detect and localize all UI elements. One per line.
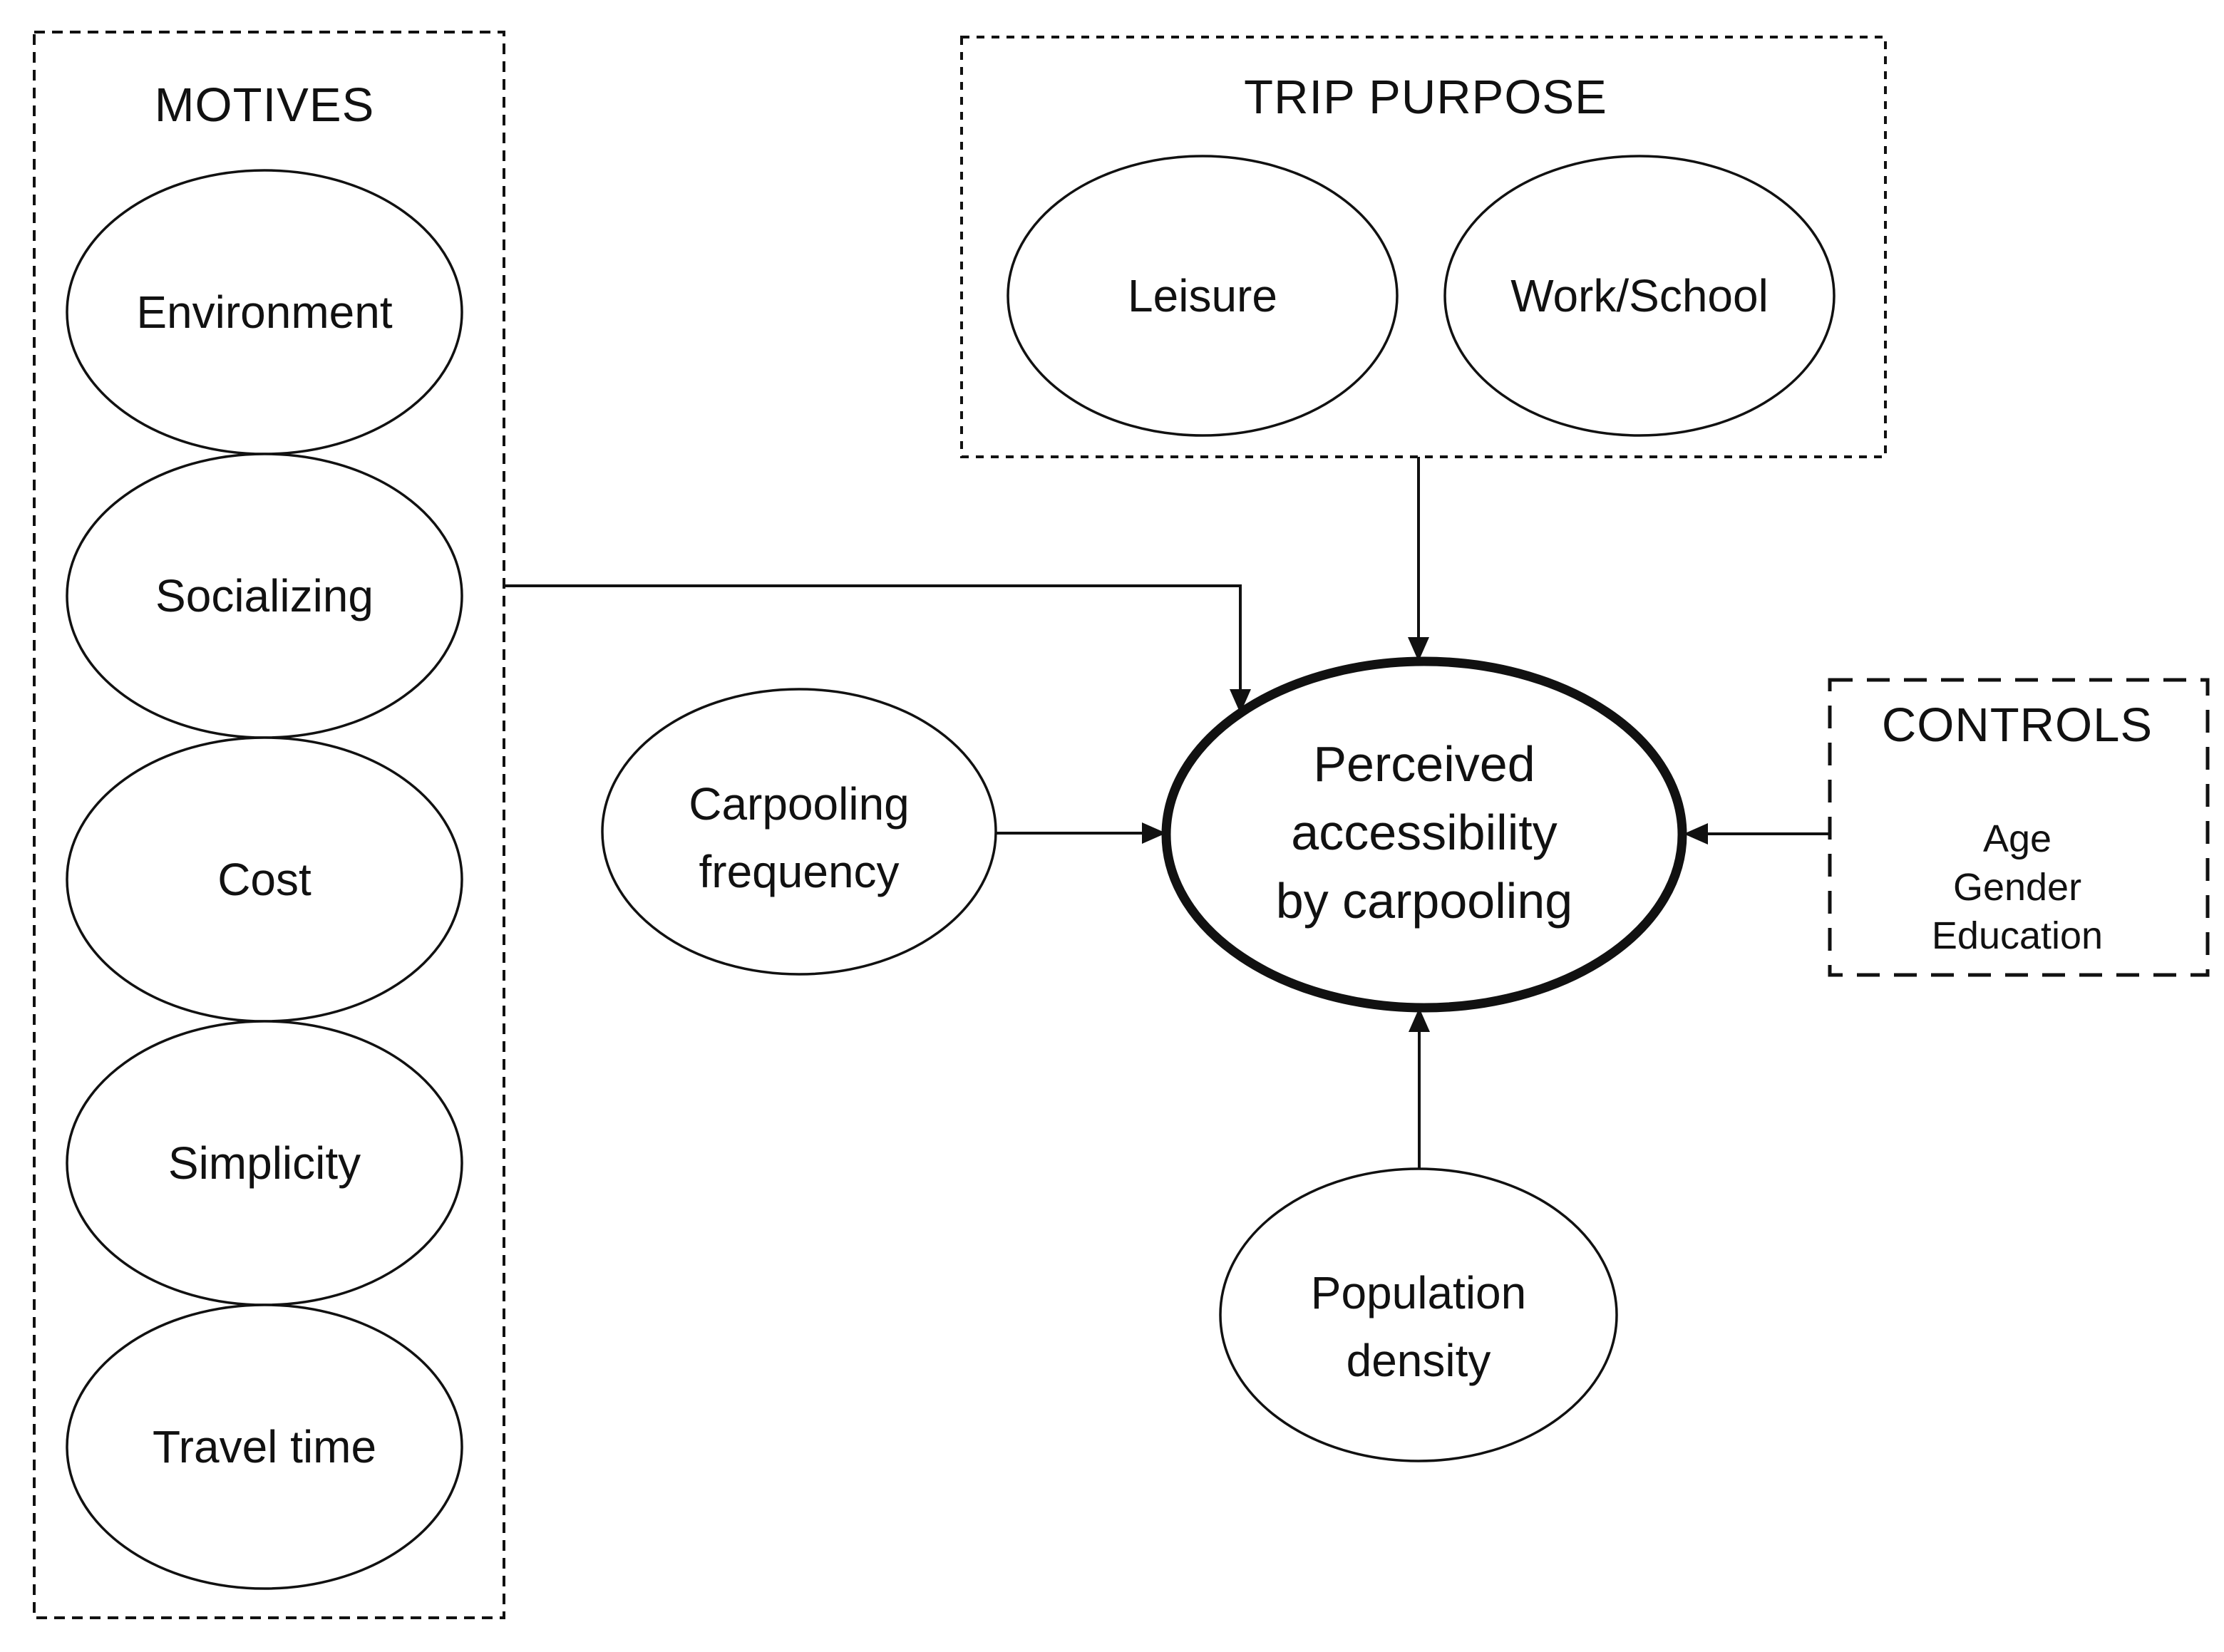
controls-item-education: Education: [1931, 914, 2104, 957]
population-density-label: Population density: [1226, 1256, 1611, 1398]
cost-label: Cost: [72, 844, 457, 915]
motives-title: MOTIVES: [43, 76, 485, 133]
work-school-label-text: Work/School: [1510, 270, 1769, 321]
trip-purpose-to-center-arrowhead: [1408, 637, 1429, 661]
environment-label: Environment: [72, 277, 457, 348]
perceived-accessibility-line-3: by carpooling: [1275, 873, 1573, 929]
motives-to-center-arrow: [504, 584, 1242, 689]
perceived-accessibility-line-1: Perceived: [1313, 736, 1535, 792]
leisure-label: Leisure: [1017, 260, 1388, 331]
socializing-label-text: Socializing: [155, 570, 374, 621]
socializing-label: Socializing: [72, 560, 457, 631]
perceived-accessibility-label: Perceived accessibility by carpooling: [1182, 726, 1667, 939]
trip-purpose-box: [960, 36, 1887, 458]
carpooling-frequency-line-2: frequency: [699, 846, 900, 897]
perceived-accessibility-line-2: accessibility: [1291, 805, 1558, 860]
simplicity-label-text: Simplicity: [168, 1137, 361, 1189]
controls-to-center-arrowhead: [1684, 823, 1708, 845]
motives-to-center-arrowhead: [1230, 689, 1251, 713]
work-school-label: Work/School: [1454, 260, 1825, 331]
carpooling-frequency-label: Carpooling frequency: [607, 767, 992, 909]
controls-title: CONTROLS: [1839, 696, 2195, 753]
travel-time-label: Travel time: [72, 1411, 457, 1482]
leisure-label-text: Leisure: [1128, 270, 1277, 321]
travel-time-label-text: Travel time: [152, 1421, 377, 1472]
carpooling-frequency-line-1: Carpooling: [689, 778, 910, 830]
motives-box: [33, 31, 505, 1619]
controls-item-age: Age: [1982, 817, 2052, 860]
perceived-accessibility-ellipse: [1161, 656, 1687, 1013]
controls-title-text: CONTROLS: [1881, 698, 2153, 752]
leisure-ellipse: [1007, 155, 1399, 437]
population-density-line-2: density: [1346, 1335, 1491, 1386]
population-density-line-1: Population: [1310, 1267, 1527, 1318]
controls-item-gender: Gender: [1952, 866, 2082, 909]
travel-time-ellipse: [66, 1303, 463, 1590]
environment-label-text: Environment: [136, 286, 393, 338]
cost-label-text: Cost: [217, 854, 312, 905]
motives-title-text: MOTIVES: [154, 78, 375, 132]
population-to-center-arrowhead: [1409, 1008, 1430, 1032]
simplicity-label: Simplicity: [72, 1127, 457, 1199]
trip-purpose-title: TRIP PURPOSE: [1176, 68, 1675, 125]
trip-purpose-title-text: TRIP PURPOSE: [1244, 70, 1607, 124]
work-school-ellipse: [1443, 155, 1836, 437]
controls-box: [1828, 678, 2210, 977]
carpooling-to-center-arrowhead: [1142, 822, 1166, 844]
controls-item-list: Age Gender Education: [1839, 812, 2195, 962]
